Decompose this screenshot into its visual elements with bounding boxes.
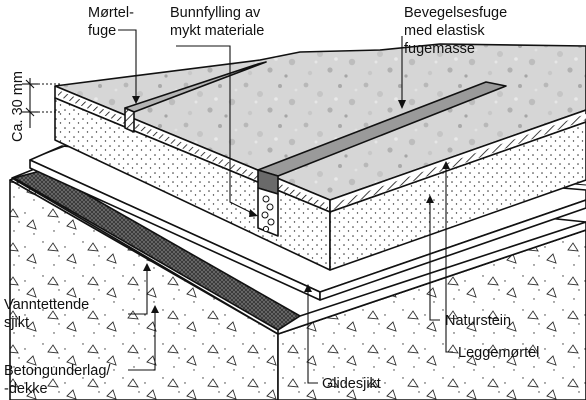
label-vanntettende-2: sjikt	[4, 315, 29, 331]
label-betong-2: -dekke	[4, 381, 48, 397]
label-leggemortel: Leggemørtel	[458, 345, 539, 361]
mortar-joint	[124, 61, 267, 133]
leader-lines	[118, 29, 453, 384]
label-naturstein: Naturstein	[445, 313, 511, 329]
label-thickness: Ca. 30 mm	[10, 71, 26, 142]
label-bevegelsesfuge-1: Bevegelsesfuge	[404, 5, 507, 21]
label-mortelfuge-1: Mørtel-	[88, 5, 134, 21]
movement-joint	[257, 81, 507, 237]
label-bevegelsesfuge-3: fugemasse	[404, 41, 475, 57]
label-bunnfylling-2: mykt materiale	[170, 23, 264, 39]
label-bunnfylling-1: Bunnfylling av	[170, 5, 261, 21]
label-vanntettende-1: Vanntettende	[4, 297, 89, 313]
label-bevegelsesfuge-2: med elastisk	[404, 23, 485, 39]
thickness-dimension	[22, 78, 60, 128]
labels: Mørtel- fuge Bunnfylling av mykt materia…	[4, 5, 539, 397]
label-betong-1: Betongunderlag/	[4, 363, 111, 379]
label-glidesjikt: Glidesjikt	[322, 376, 381, 392]
label-mortelfuge-2: fuge	[88, 23, 116, 39]
